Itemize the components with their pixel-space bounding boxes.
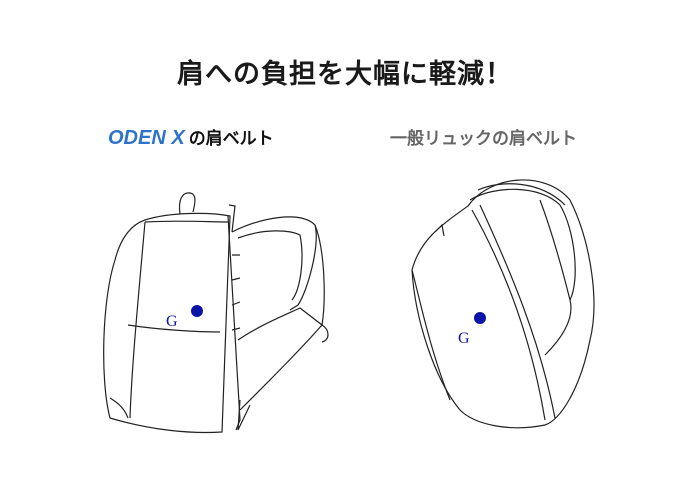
headline: 肩への負担を大幅に軽減！ xyxy=(177,59,513,90)
regular-backpack-label: 一般リュックの肩ベルト xyxy=(390,129,577,149)
oden-x-backpack-drawing xyxy=(103,192,329,434)
regular-center-of-gravity-label: G xyxy=(458,330,470,347)
oden-x-center-of-gravity-label: G xyxy=(166,313,178,330)
regular-center-of-gravity-dot xyxy=(474,312,486,324)
brand-name: ODEN X xyxy=(108,127,185,149)
oden-x-label-suffix: の肩ベルト xyxy=(188,129,274,149)
regular-backpack-drawing xyxy=(411,179,595,429)
oden-x-center-of-gravity-dot xyxy=(191,305,203,317)
